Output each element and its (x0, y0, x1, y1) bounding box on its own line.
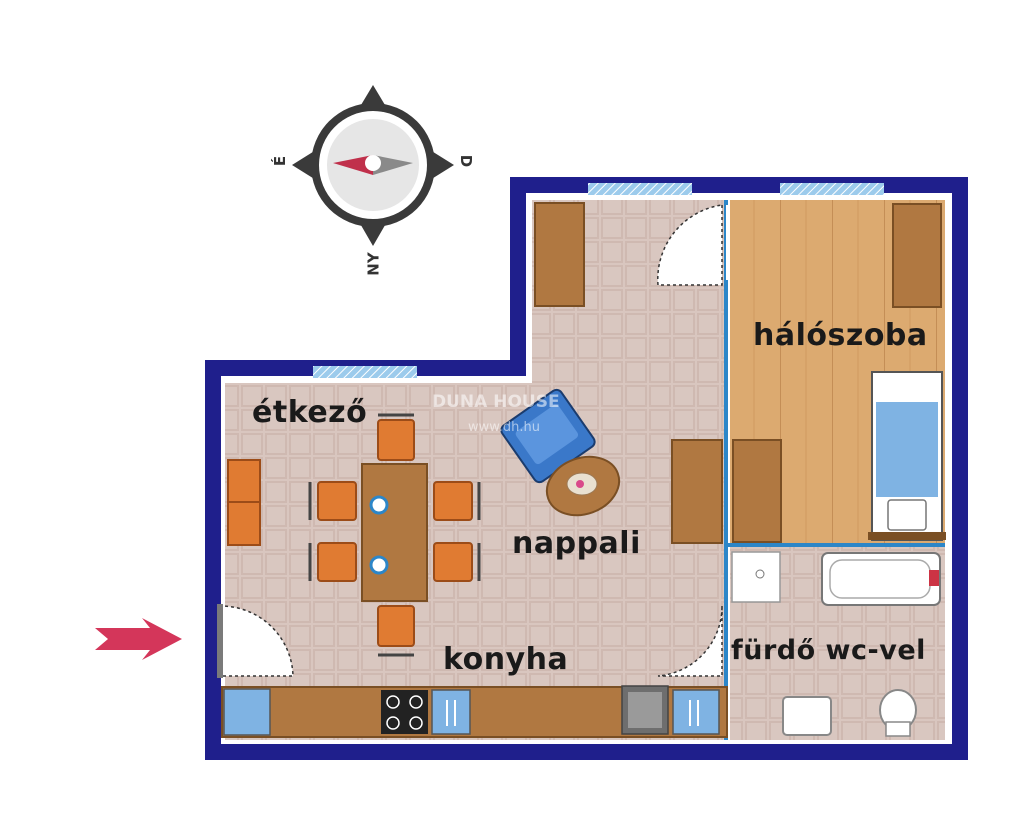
washing-machine (731, 551, 781, 603)
living-cabinet (534, 202, 585, 307)
outer-wall (205, 177, 968, 760)
window-dining (313, 366, 417, 378)
entrance-door (217, 604, 223, 678)
window-bedroom (780, 183, 884, 195)
room-label-dining: étkező (252, 395, 368, 430)
washbasin (782, 696, 832, 736)
armchair (500, 388, 596, 484)
utensil-cabinet-2 (672, 689, 720, 735)
compass-icon (292, 85, 454, 246)
bed-blanket (876, 402, 938, 497)
room-label-bathroom: fürdő wc-vel (731, 635, 926, 666)
compass-south-label: NY (364, 252, 383, 276)
fridge (223, 688, 271, 736)
dining-table (361, 463, 428, 602)
door-swing-bath (657, 605, 723, 677)
watermark-url: www.dh.hu (468, 420, 540, 435)
watermark-brand: DUNA HOUSE (432, 392, 560, 412)
room-label-living: nappali (512, 526, 641, 561)
compass-north-label: É (271, 155, 290, 167)
window-living (588, 183, 692, 195)
living-sideboard (671, 439, 723, 544)
bedroom-dresser (732, 439, 782, 543)
chair-legs (308, 413, 481, 657)
compass-east-label: D (457, 154, 476, 168)
door-swing-entrance (220, 605, 294, 677)
room-label-kitchen: konyha (443, 642, 569, 677)
pillow (887, 499, 927, 531)
room-label-bedroom: hálószoba (753, 318, 928, 353)
door-swing-bedroom (657, 204, 723, 286)
bedroom-wardrobe (892, 203, 942, 308)
dining-chairs (317, 419, 473, 647)
utensil-cabinet-1 (431, 689, 471, 735)
door-gap-bedroom (726, 205, 730, 280)
entrance-arrow (95, 618, 182, 660)
